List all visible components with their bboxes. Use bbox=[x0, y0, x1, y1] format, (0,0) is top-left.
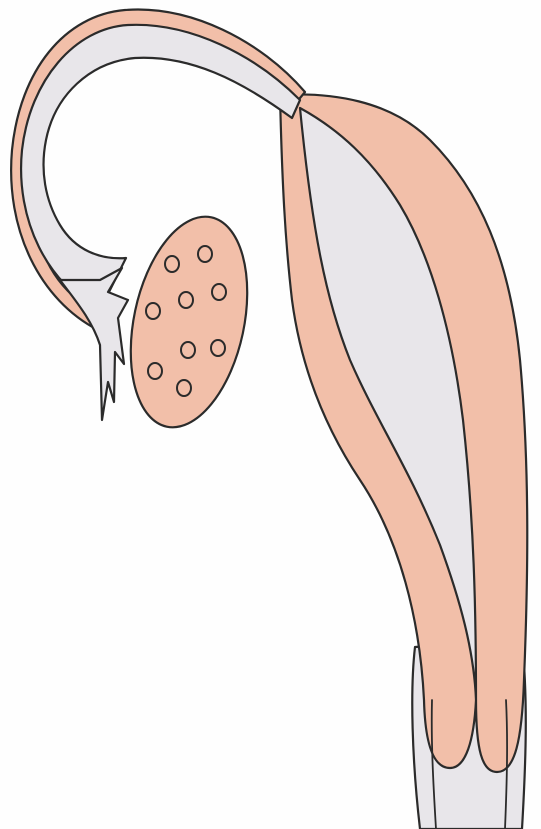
fimbriae bbox=[60, 268, 128, 420]
ovary bbox=[113, 206, 265, 438]
